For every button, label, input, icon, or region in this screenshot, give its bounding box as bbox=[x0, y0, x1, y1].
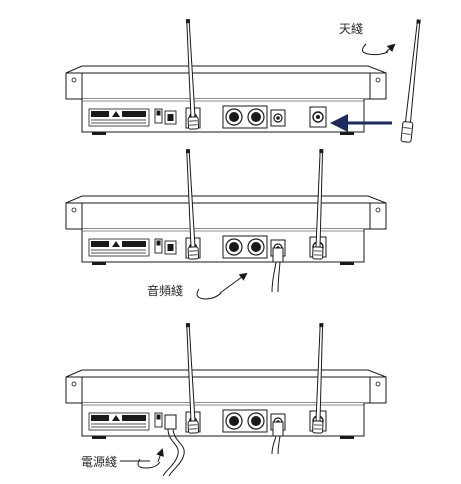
right-antenna-detached bbox=[400, 19, 421, 143]
step-1-antenna bbox=[65, 18, 421, 143]
antenna-label: 天綫 bbox=[339, 22, 364, 36]
step-2-audio bbox=[65, 148, 387, 300]
power-callout-arrow bbox=[156, 448, 164, 463]
receiver-rear-panel-3 bbox=[65, 369, 387, 440]
step-3-power bbox=[65, 322, 387, 477]
receiver-rear-panel-2 bbox=[65, 195, 387, 266]
receiver-rear-panel-1 bbox=[65, 65, 387, 136]
audio-cable-label: 音頻綫 bbox=[147, 284, 184, 298]
power-cable-label: 電源綫 bbox=[81, 455, 118, 469]
audio-callout-arrow bbox=[219, 272, 248, 294]
antenna-callout-arrow bbox=[385, 43, 396, 53]
